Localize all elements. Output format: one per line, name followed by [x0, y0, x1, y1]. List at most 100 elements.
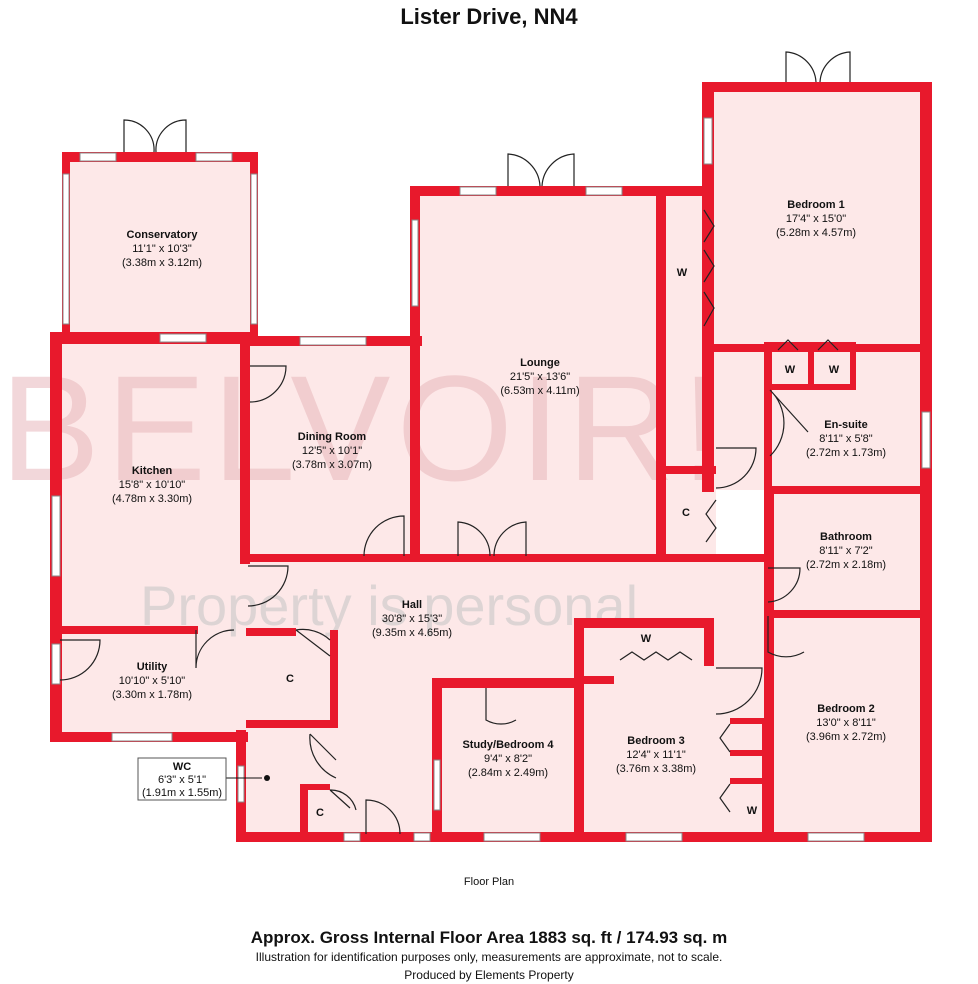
room-size-wc: 6'3" x 5'1": [158, 774, 206, 786]
window: [921, 411, 931, 469]
wardrobe-label-bedroom3-side: W: [747, 805, 758, 817]
room-metric-bathroom: (2.72m x 2.18m): [806, 559, 886, 571]
room-name-utility: Utility: [137, 661, 168, 673]
wall: [762, 718, 768, 834]
room-metric-kitchen: (4.78m x 3.30m): [112, 493, 192, 505]
floor-fills: [58, 88, 924, 838]
room-name-ensuite: En-suite: [824, 419, 867, 431]
room-size-conservatory: 11'1" x 10'3": [132, 243, 192, 255]
wall: [432, 678, 442, 838]
wall: [808, 342, 814, 390]
wardrobe-doors-bedroom1: [703, 209, 715, 327]
room-metric-conservatory: (3.38m x 3.12m): [122, 257, 202, 269]
cupboard-label-corridor: C: [682, 507, 690, 519]
wall: [62, 152, 258, 162]
watermark-brand: BELVOIR!: [0, 344, 729, 512]
window: [413, 832, 431, 842]
room-metric-bedroom2: (3.96m x 2.72m): [806, 731, 886, 743]
window: [703, 117, 713, 165]
wall: [410, 186, 710, 196]
wall: [764, 342, 770, 390]
room-name-bedroom3: Bedroom 3: [627, 735, 684, 747]
wall: [574, 618, 712, 628]
wall: [702, 82, 714, 492]
wall: [764, 352, 772, 492]
wc-callout-box: [137, 757, 227, 801]
wall: [730, 718, 768, 724]
cupboard-label-hall: C: [286, 673, 294, 685]
gross-area: Approx. Gross Internal Floor Area 1883 s…: [250, 928, 728, 947]
window: [411, 219, 419, 307]
dining-floor: [248, 340, 416, 558]
wall: [656, 192, 666, 558]
kitchen-floor: [58, 335, 248, 630]
wall: [246, 720, 336, 728]
wall: [240, 332, 250, 564]
french-door-bedroom1: [785, 51, 851, 83]
wall: [300, 784, 330, 790]
cupboard-label-wc: C: [316, 807, 324, 819]
disclaimer: Illustration for identification purposes…: [255, 950, 723, 964]
door-hall-lounge: [457, 521, 527, 557]
window: [79, 152, 117, 162]
wall: [584, 676, 614, 684]
room-metric-study: (2.84m x 2.49m): [468, 767, 548, 779]
door-dining: [249, 365, 287, 403]
room-name-bedroom2: Bedroom 2: [817, 703, 874, 715]
wall: [410, 186, 420, 558]
door-bedroom2: [767, 616, 805, 658]
doors: [59, 51, 851, 835]
room-name-bedroom1: Bedroom 1: [787, 199, 844, 211]
room-size-hall: 30'8" x 15'3": [382, 613, 442, 625]
window: [51, 495, 61, 577]
room-metric-hall: (9.35m x 4.65m): [372, 627, 452, 639]
wall: [574, 618, 584, 838]
door-kitchen-hall: [247, 565, 289, 607]
window: [250, 173, 258, 325]
wall: [730, 778, 768, 784]
window: [51, 643, 61, 685]
lounge-floor: [416, 192, 664, 558]
wall: [764, 610, 774, 838]
wall: [764, 486, 924, 494]
door-utility: [195, 629, 235, 669]
wall: [58, 626, 198, 634]
wall: [246, 628, 296, 636]
wall: [330, 630, 338, 728]
producer-credit: Produced by Elements Property: [404, 968, 574, 982]
wall: [850, 342, 856, 390]
wall: [764, 486, 774, 622]
room-name-bathroom: Bathroom: [820, 531, 872, 543]
door-utility-external: [59, 639, 101, 681]
french-door-conservatory: [123, 119, 187, 153]
room-name-hall: Hall: [402, 599, 422, 611]
room-name-wc: WC: [173, 761, 191, 773]
window: [195, 152, 233, 162]
window: [159, 333, 207, 343]
wardrobe-doors-ensuite: [777, 339, 839, 351]
wall: [236, 832, 932, 842]
room-name-kitchen: Kitchen: [132, 465, 173, 477]
room-metric-ensuite: (2.72m x 1.73m): [806, 447, 886, 459]
window: [585, 186, 623, 196]
room-metric-bedroom1: (5.28m x 4.57m): [776, 227, 856, 239]
cupboard-doors-corridor: [705, 499, 717, 543]
windows: [51, 117, 931, 842]
watermark-tagline: Property is personal: [140, 574, 638, 637]
wardrobe-label-bedroom3-top: W: [641, 633, 652, 645]
window: [299, 336, 367, 346]
door-study: [485, 688, 517, 725]
floor-plan-label: Floor Plan: [463, 876, 515, 888]
room-name-study: Study/Bedroom 4: [462, 739, 554, 751]
window: [62, 173, 70, 325]
ensuite-floor: [712, 350, 924, 490]
room-size-bathroom: 8'11" x 7'2": [819, 545, 872, 557]
wardrobe-label-bedroom1: W: [677, 267, 688, 279]
room-labels: Conservatory 11'1" x 10'3" (3.38m x 3.12…: [112, 199, 886, 819]
wall: [764, 610, 924, 618]
bedroom2-floor: [768, 614, 924, 838]
room-name-lounge: Lounge: [520, 357, 560, 369]
window: [111, 732, 173, 742]
wardrobe-doors-bedroom3: [619, 651, 693, 661]
